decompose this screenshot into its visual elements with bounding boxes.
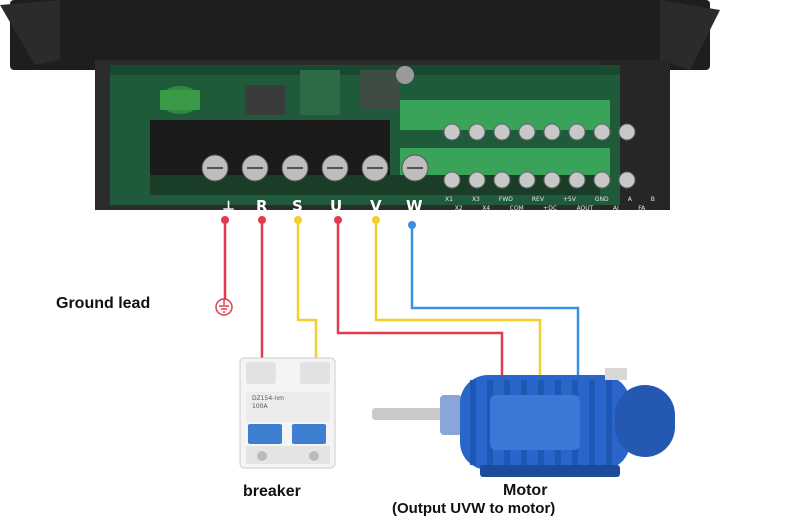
control-screw [568, 171, 586, 189]
control-screw [468, 123, 486, 141]
wire-S [294, 216, 320, 374]
terminal-label-R: R [256, 197, 268, 215]
control-terminal-labels: X1 X3 FWD REV +5V GND A B X2 X4 COM +DC AOUT AI FA [445, 196, 655, 216]
ground-lead-label: Ground lead [56, 295, 151, 312]
control-terminal-label: X1 [445, 196, 453, 203]
control-terminal-label: COM [509, 205, 524, 212]
inverter-unit [0, 0, 720, 210]
terminal-label-W: W [406, 197, 423, 215]
motor-subtitle: (Output UVW to motor) [392, 500, 556, 517]
power-terminal-block [201, 154, 429, 182]
motor-fin [470, 380, 476, 465]
control-screw [443, 171, 461, 189]
control-terminal-label: +5V [562, 196, 576, 203]
breaker-rating-text: 100A [252, 403, 268, 410]
motor-label: Motor [503, 482, 548, 499]
control-screw [493, 171, 511, 189]
control-terminal-label: A [627, 196, 632, 203]
terminal-label-U: U [330, 197, 343, 215]
terminal-label-ground: ⏚ [221, 199, 237, 217]
control-terminal-label: +DC [543, 205, 558, 212]
wire-R [258, 216, 266, 374]
control-screw [468, 171, 486, 189]
control-screw [618, 123, 636, 141]
control-screw [518, 123, 536, 141]
control-screw [543, 171, 561, 189]
control-terminal-label: AOUT [576, 205, 594, 212]
wire-ground [221, 216, 229, 300]
terminal-label-S: S [292, 197, 303, 215]
control-screw [493, 123, 511, 141]
control-terminal-label: B [650, 196, 655, 203]
breaker-device [239, 357, 336, 469]
breaker-model-text: DZ15⁣4-nm [252, 395, 284, 402]
control-terminal-block [443, 123, 636, 189]
control-screw [568, 123, 586, 141]
control-screw [593, 123, 611, 141]
motor-fin [589, 380, 595, 465]
control-screw [518, 171, 536, 189]
control-terminal-label: AI [612, 205, 619, 212]
control-terminal-label: GND [594, 196, 609, 203]
control-terminal-label: X4 [482, 205, 491, 212]
breaker-label: breaker [243, 483, 301, 500]
control-terminal-label: X2 [454, 205, 463, 212]
control-terminal-label: X3 [471, 196, 480, 203]
control-screw [593, 171, 611, 189]
motor-device [372, 368, 675, 477]
terminal-label-V: V [370, 197, 382, 215]
motor-fin [606, 380, 612, 465]
control-screw [443, 123, 461, 141]
control-terminal-label: FWD [498, 196, 513, 203]
ground-symbol-icon [215, 298, 233, 316]
control-terminal-label: REV [531, 196, 544, 203]
control-screw [543, 123, 561, 141]
control-terminal-label: FA [638, 205, 646, 212]
control-screw [618, 171, 636, 189]
